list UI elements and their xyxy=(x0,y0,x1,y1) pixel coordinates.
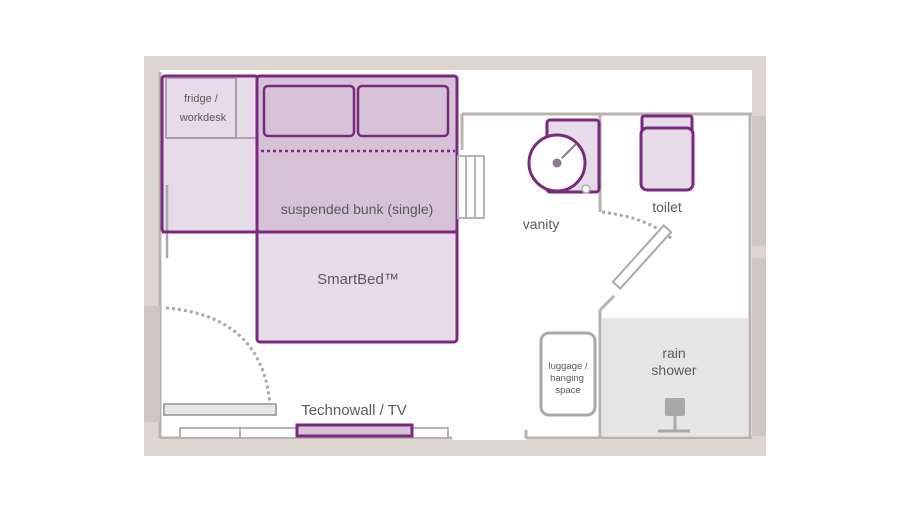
bathroom-angled-wall xyxy=(598,294,616,312)
luggage-label-3: space xyxy=(555,385,580,396)
fridge-box xyxy=(165,77,237,139)
bunk-label: suspended bunk (single) xyxy=(281,201,434,217)
right-window-lower xyxy=(752,258,766,436)
luggage-label-2: hanging xyxy=(550,373,584,384)
top-notch xyxy=(462,72,752,112)
shower-label-2: shower xyxy=(651,362,696,378)
shower-seat xyxy=(665,398,685,416)
smartbed-label: SmartBed™ xyxy=(317,271,399,288)
technowall-label: Technowall / TV xyxy=(301,402,407,419)
entrance-door xyxy=(163,403,277,416)
tv-screen xyxy=(295,423,414,438)
luggage-space xyxy=(539,331,597,417)
pillow-right xyxy=(356,84,450,138)
bathroom-door xyxy=(611,224,673,290)
fridge-label-2: workdesk xyxy=(179,112,227,124)
fridge-label-1: fridge / xyxy=(184,93,219,105)
vanity-knob xyxy=(581,184,591,194)
toilet-bowl xyxy=(639,126,695,192)
left-window xyxy=(144,306,160,422)
right-window-upper xyxy=(752,116,766,246)
entrance-door-swing xyxy=(165,306,272,405)
bathroom-door-swing xyxy=(601,210,675,242)
shower-label-1: rain xyxy=(662,345,685,361)
toilet-label: toilet xyxy=(652,199,682,215)
vanity-drain xyxy=(552,158,562,168)
bunk-ladder xyxy=(457,155,485,219)
pillow-left xyxy=(262,84,356,138)
vanity-label: vanity xyxy=(523,216,560,232)
vanity-tap xyxy=(561,143,577,159)
luggage-label-1: luggage / xyxy=(548,361,587,372)
